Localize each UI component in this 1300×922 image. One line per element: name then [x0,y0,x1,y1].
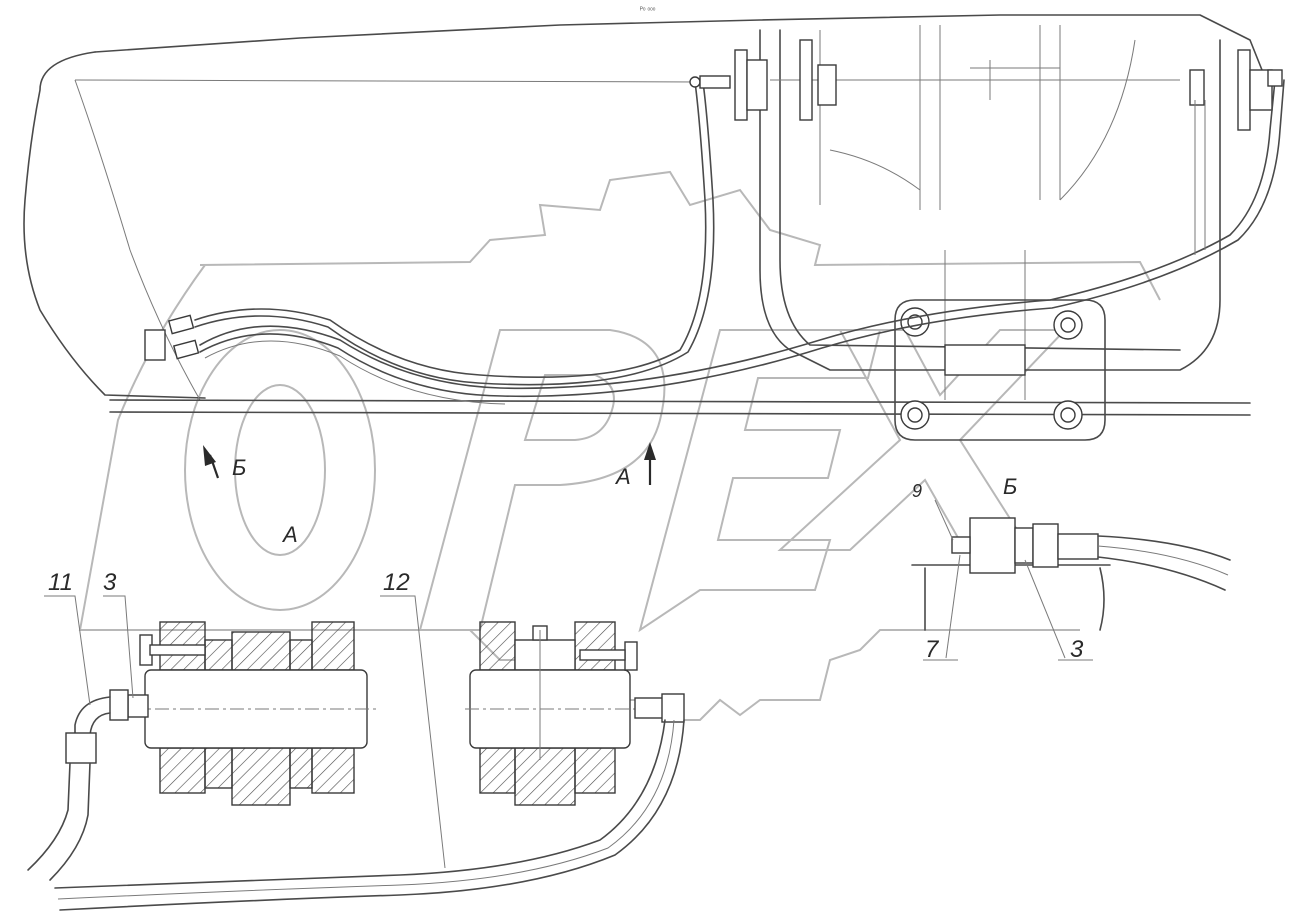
view-arrow-b: Б [203,445,246,480]
frame-rail-top [109,399,1251,404]
cab-support-structure [734,25,1273,400]
callout-3-left: 3 [103,569,117,596]
upper-assembly-view [23,14,1285,441]
right-pin-assembly [465,621,650,806]
section-a-view: 11 3 12 [27,569,685,911]
callout-9: 9 [912,481,922,501]
left-hose-fitting [27,689,149,881]
view-label-b: Б [232,455,246,480]
section-label-b: Б [1003,474,1017,499]
callout-7: 7 [925,636,940,663]
body-inner-line [74,79,701,83]
callout-12: 12 [383,569,410,596]
hydraulic-hoses [144,69,1285,405]
hose-fitting [167,314,195,335]
section-label-a: А [281,522,298,547]
watermark-gear-outline [78,170,1161,721]
watermark-letter-o [184,329,376,611]
hose-upper-inner [194,81,715,386]
body-top-edge [94,14,1271,91]
view-arrow-a: А [614,442,656,489]
callout-3-right: 3 [1070,636,1084,663]
callout-11: 11 [48,569,73,596]
hose-upper [194,81,707,378]
view-label-a: А [614,464,631,489]
hose-12 [54,693,685,911]
detail-b-view: 9 7 3 [911,481,1231,663]
hose-lower-inner [199,79,1285,398]
hose-lower [199,79,1276,390]
header-text: ᴾᵒ ᵒᵒᵒ [640,7,656,14]
body-outline [23,51,206,399]
mounting-bracket [894,299,1106,441]
watermark-letter-e [638,329,882,633]
watermark-logo [78,170,1161,721]
watermark-letter-p [418,329,666,631]
watermark-letter-o-inner [234,384,326,556]
left-pin-assembly [130,621,380,806]
hose-fitting [172,339,200,360]
